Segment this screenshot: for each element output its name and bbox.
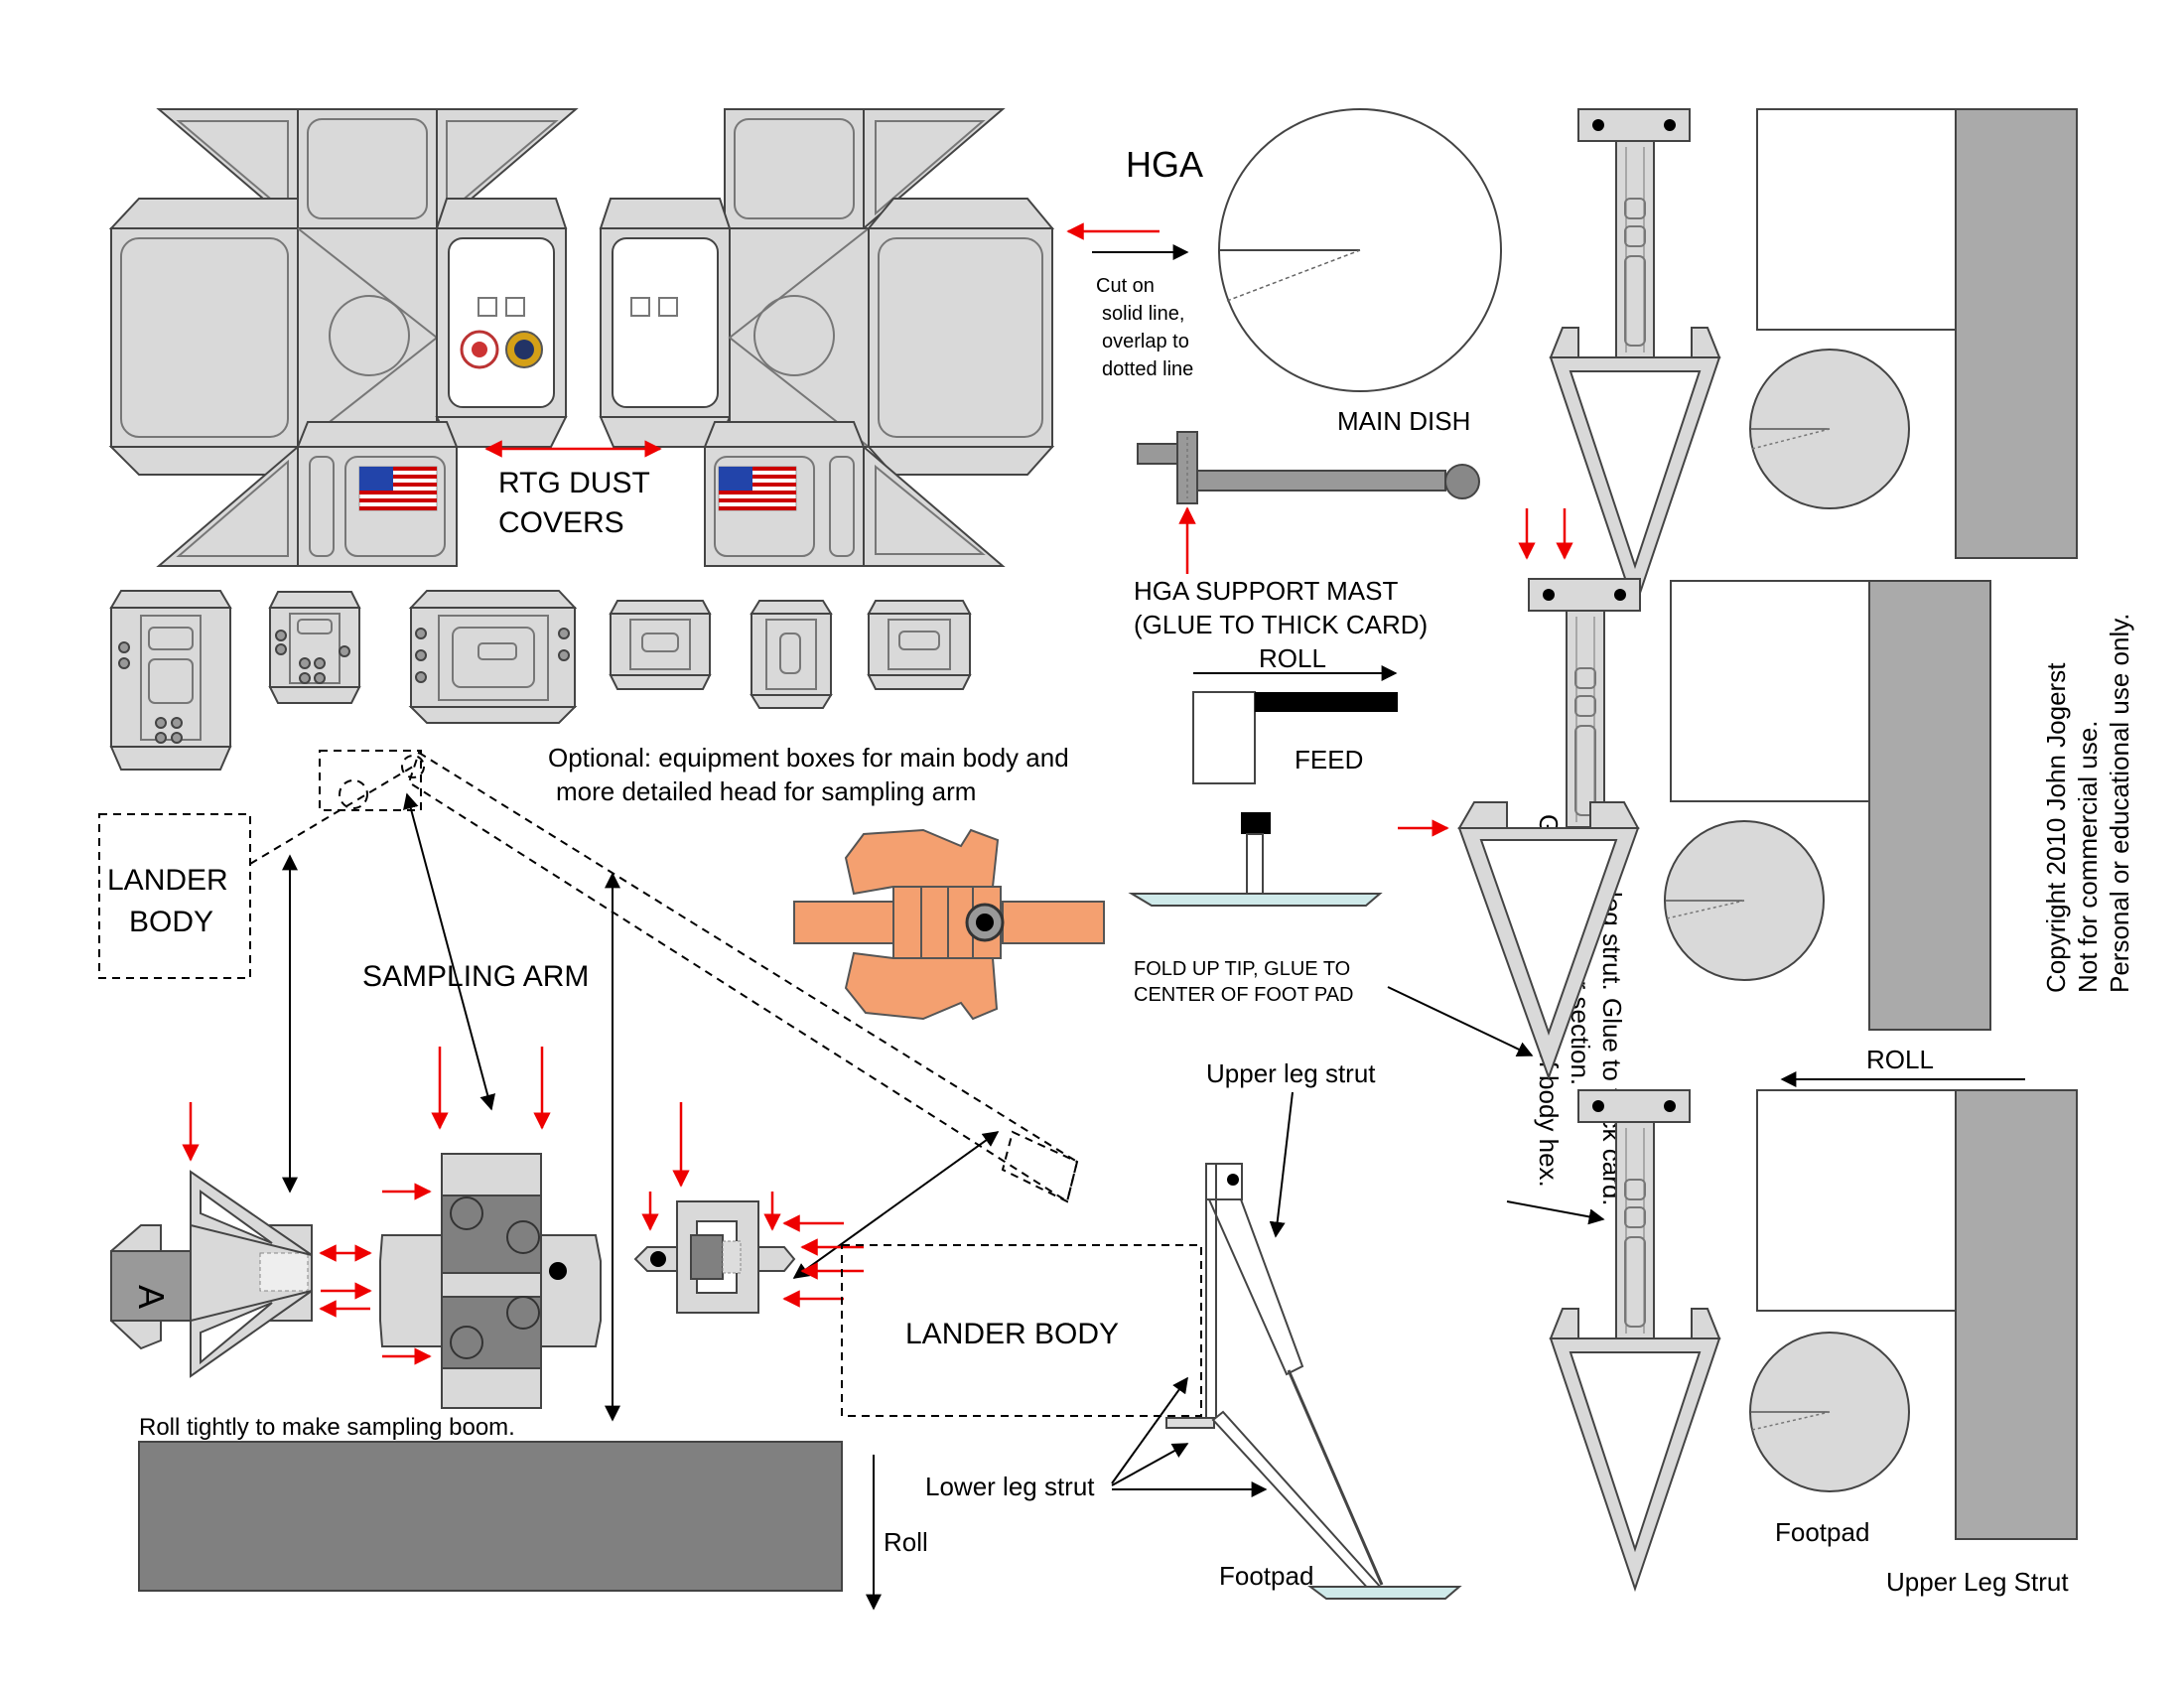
us-flag-right xyxy=(718,466,797,511)
sampling-boom-strip xyxy=(138,1441,843,1592)
arm-letter-a: A xyxy=(131,1285,172,1309)
fold-note-line2: CENTER OF FOOT PAD xyxy=(1134,984,1354,1006)
fold-note-line1: FOLD UP TIP, GLUE TO xyxy=(1134,958,1350,980)
sampling-head-orange xyxy=(793,828,1105,1021)
lander-body-small-line1: LANDER xyxy=(107,864,228,897)
cut-note-line3: overlap to xyxy=(1102,331,1189,352)
us-flag-left xyxy=(358,466,438,511)
hga-support-mast xyxy=(1137,431,1480,504)
copyright-line1: Copyright 2010 John Jogerst xyxy=(2041,662,2071,993)
feed-strip xyxy=(1255,692,1398,712)
roll-small-label: Roll xyxy=(884,1527,928,1557)
lower-leg-strut-label-diagram: Lower leg strut xyxy=(925,1472,1095,1501)
rtg-dust-cover-left xyxy=(108,108,579,567)
hga-title: HGA xyxy=(1126,144,1203,185)
arm-part-a: A xyxy=(110,1170,313,1378)
optional-note-line2: more detailed head for sampling arm xyxy=(556,776,976,806)
copyright-line2: Not for commercial use. xyxy=(2073,720,2103,993)
lower-leg-strut-1 xyxy=(1549,108,1721,612)
arm-part-c xyxy=(633,1200,796,1314)
upper-leg-strut-right-label: Upper Leg Strut xyxy=(1886,1567,2069,1597)
copyright-line3: Personal or educational use only. xyxy=(2105,613,2134,993)
footpad-label-diagram: Footpad xyxy=(1219,1561,1313,1591)
lander-body-outline xyxy=(841,1244,1202,1417)
cut-note-line2: solid line, xyxy=(1102,303,1184,325)
upper-strut-set-2 xyxy=(1664,580,1991,1031)
upper-strut-set-3 xyxy=(1749,1089,2078,1540)
leg-assembly-diagram xyxy=(1165,1163,1462,1600)
arm-part-b xyxy=(379,1153,602,1409)
rtg-dust-cover-right xyxy=(599,108,1055,567)
feed-card xyxy=(1192,691,1256,784)
rtg-label-line2: COVERS xyxy=(498,506,624,539)
main-dish-label: MAIN DISH xyxy=(1337,406,1470,436)
rtg-label-line1: RTG DUST xyxy=(498,467,650,499)
lower-leg-strut-3 xyxy=(1549,1089,1721,1593)
mast-label-line1: HGA SUPPORT MAST xyxy=(1134,576,1398,606)
lander-body-small-line2: BODY xyxy=(129,906,213,938)
upper-strut-set-1 xyxy=(1749,108,2078,559)
cut-note-line1: Cut on xyxy=(1096,275,1155,297)
footpad-side-view xyxy=(1128,812,1383,907)
feed-label: FEED xyxy=(1295,745,1363,774)
upper-leg-strut-label-diagram: Upper leg strut xyxy=(1206,1058,1376,1088)
lower-leg-strut-2 xyxy=(1457,578,1641,1080)
mast-label-line2: (GLUE TO THICK CARD) xyxy=(1134,610,1428,639)
sampling-arm-label: SAMPLING ARM xyxy=(362,960,589,993)
equipment-boxes xyxy=(109,590,972,771)
roll-upper-label: ROLL xyxy=(1259,643,1326,673)
arm-red-arrows xyxy=(182,1047,864,1365)
roll-right-label: ROLL xyxy=(1866,1045,1934,1074)
lander-body-large-label: LANDER BODY xyxy=(905,1318,1119,1350)
copyright-block: Copyright 2010 John Jogerst Not for comm… xyxy=(2041,613,2134,993)
roll-tightly-label: Roll tightly to make sampling boom. xyxy=(139,1414,515,1441)
footpad-right-label: Footpad xyxy=(1775,1517,1869,1547)
sampling-arm-diagram xyxy=(98,750,1079,1203)
cut-note-line4: dotted line xyxy=(1102,358,1193,380)
optional-note-line1: Optional: equipment boxes for main body … xyxy=(548,743,1069,773)
